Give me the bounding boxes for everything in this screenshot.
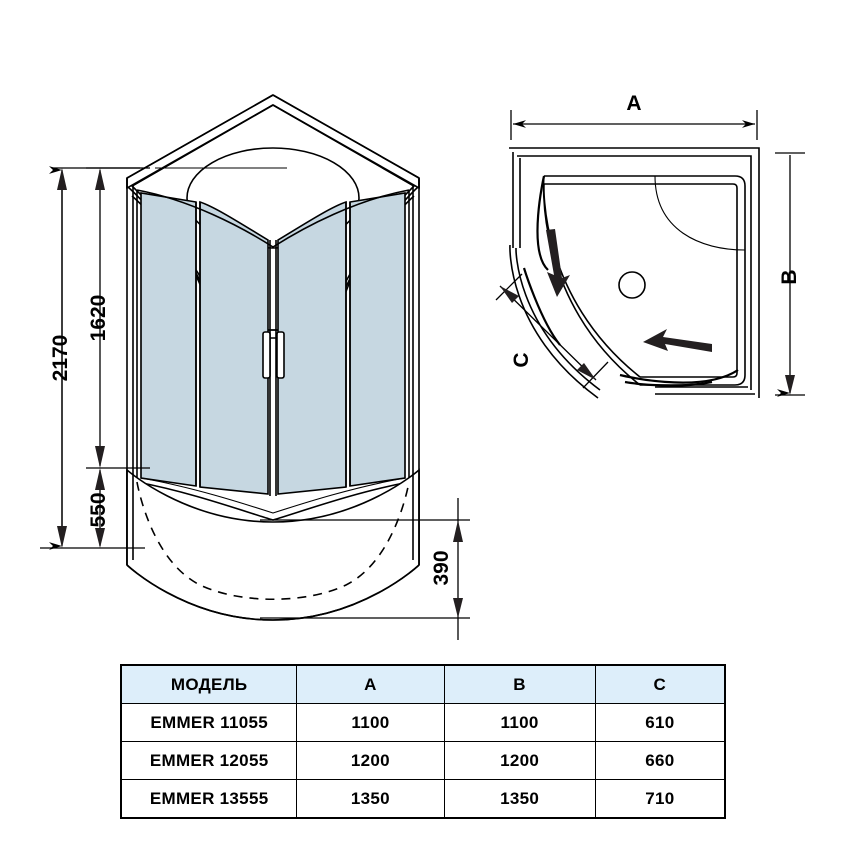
wall-lines bbox=[509, 147, 760, 398]
cell-a: 1200 bbox=[296, 741, 445, 780]
cell-b: 1100 bbox=[443, 703, 596, 742]
slide-arrows bbox=[546, 229, 712, 352]
table-row: EMMER 11055 1100 1100 610 bbox=[120, 703, 726, 742]
dimension-B: B bbox=[775, 152, 805, 397]
door-track-arcs bbox=[522, 175, 739, 387]
model-specification-table: МОДЕЛЬ A B C EMMER 11055 1100 1100 610 E… bbox=[120, 664, 726, 819]
glass-panels bbox=[136, 189, 410, 521]
top-plan-view: A B C bbox=[495, 92, 805, 399]
drain-circle bbox=[618, 271, 646, 299]
table-row: EMMER 13555 1350 1350 710 bbox=[120, 779, 726, 819]
table-header-row: МОДЕЛЬ A B C bbox=[120, 664, 726, 704]
dimension-label-1620: 1620 bbox=[87, 295, 110, 342]
table-row: EMMER 12055 1200 1200 660 bbox=[120, 741, 726, 780]
dimension-label-390: 390 bbox=[430, 550, 453, 585]
cell-a: 1350 bbox=[296, 779, 445, 819]
cell-c: 610 bbox=[594, 703, 726, 742]
dimension-A: A bbox=[510, 92, 758, 140]
door-handles[interactable] bbox=[262, 331, 285, 379]
dimension-2170: 2170 bbox=[49, 166, 72, 550]
cell-model: EMMER 13555 bbox=[120, 779, 298, 819]
cell-a: 1100 bbox=[296, 703, 445, 742]
shower-tray bbox=[126, 468, 420, 621]
cell-c: 710 bbox=[594, 779, 726, 819]
header-c: C bbox=[594, 664, 726, 704]
dimension-label-A: A bbox=[626, 92, 641, 115]
header-a: A bbox=[296, 664, 445, 704]
dimension-390: 390 bbox=[260, 498, 470, 640]
dimension-label-B: B bbox=[778, 269, 801, 284]
dimension-label-2170: 2170 bbox=[49, 335, 72, 382]
front-elevation-3d-view bbox=[126, 94, 420, 621]
cell-b: 1200 bbox=[443, 741, 596, 780]
handle-right-door[interactable] bbox=[276, 331, 285, 379]
dimension-label-C: C bbox=[510, 352, 533, 367]
dimension-1620: 1620 bbox=[87, 168, 110, 468]
cell-model: EMMER 12055 bbox=[120, 741, 298, 780]
cell-model: EMMER 11055 bbox=[120, 703, 298, 742]
cell-c: 660 bbox=[594, 741, 726, 780]
cell-b: 1350 bbox=[443, 779, 596, 819]
header-b: B bbox=[443, 664, 596, 704]
header-model: МОДЕЛЬ bbox=[120, 664, 298, 704]
fixed-panel-stubs bbox=[512, 152, 755, 395]
dimension-C: C bbox=[495, 273, 609, 389]
dimension-label-550: 550 bbox=[87, 492, 110, 527]
dimension-group-left: 2170 1620 550 bbox=[40, 166, 150, 550]
handle-left-door[interactable] bbox=[262, 331, 271, 379]
dimension-550: 550 bbox=[87, 468, 110, 548]
